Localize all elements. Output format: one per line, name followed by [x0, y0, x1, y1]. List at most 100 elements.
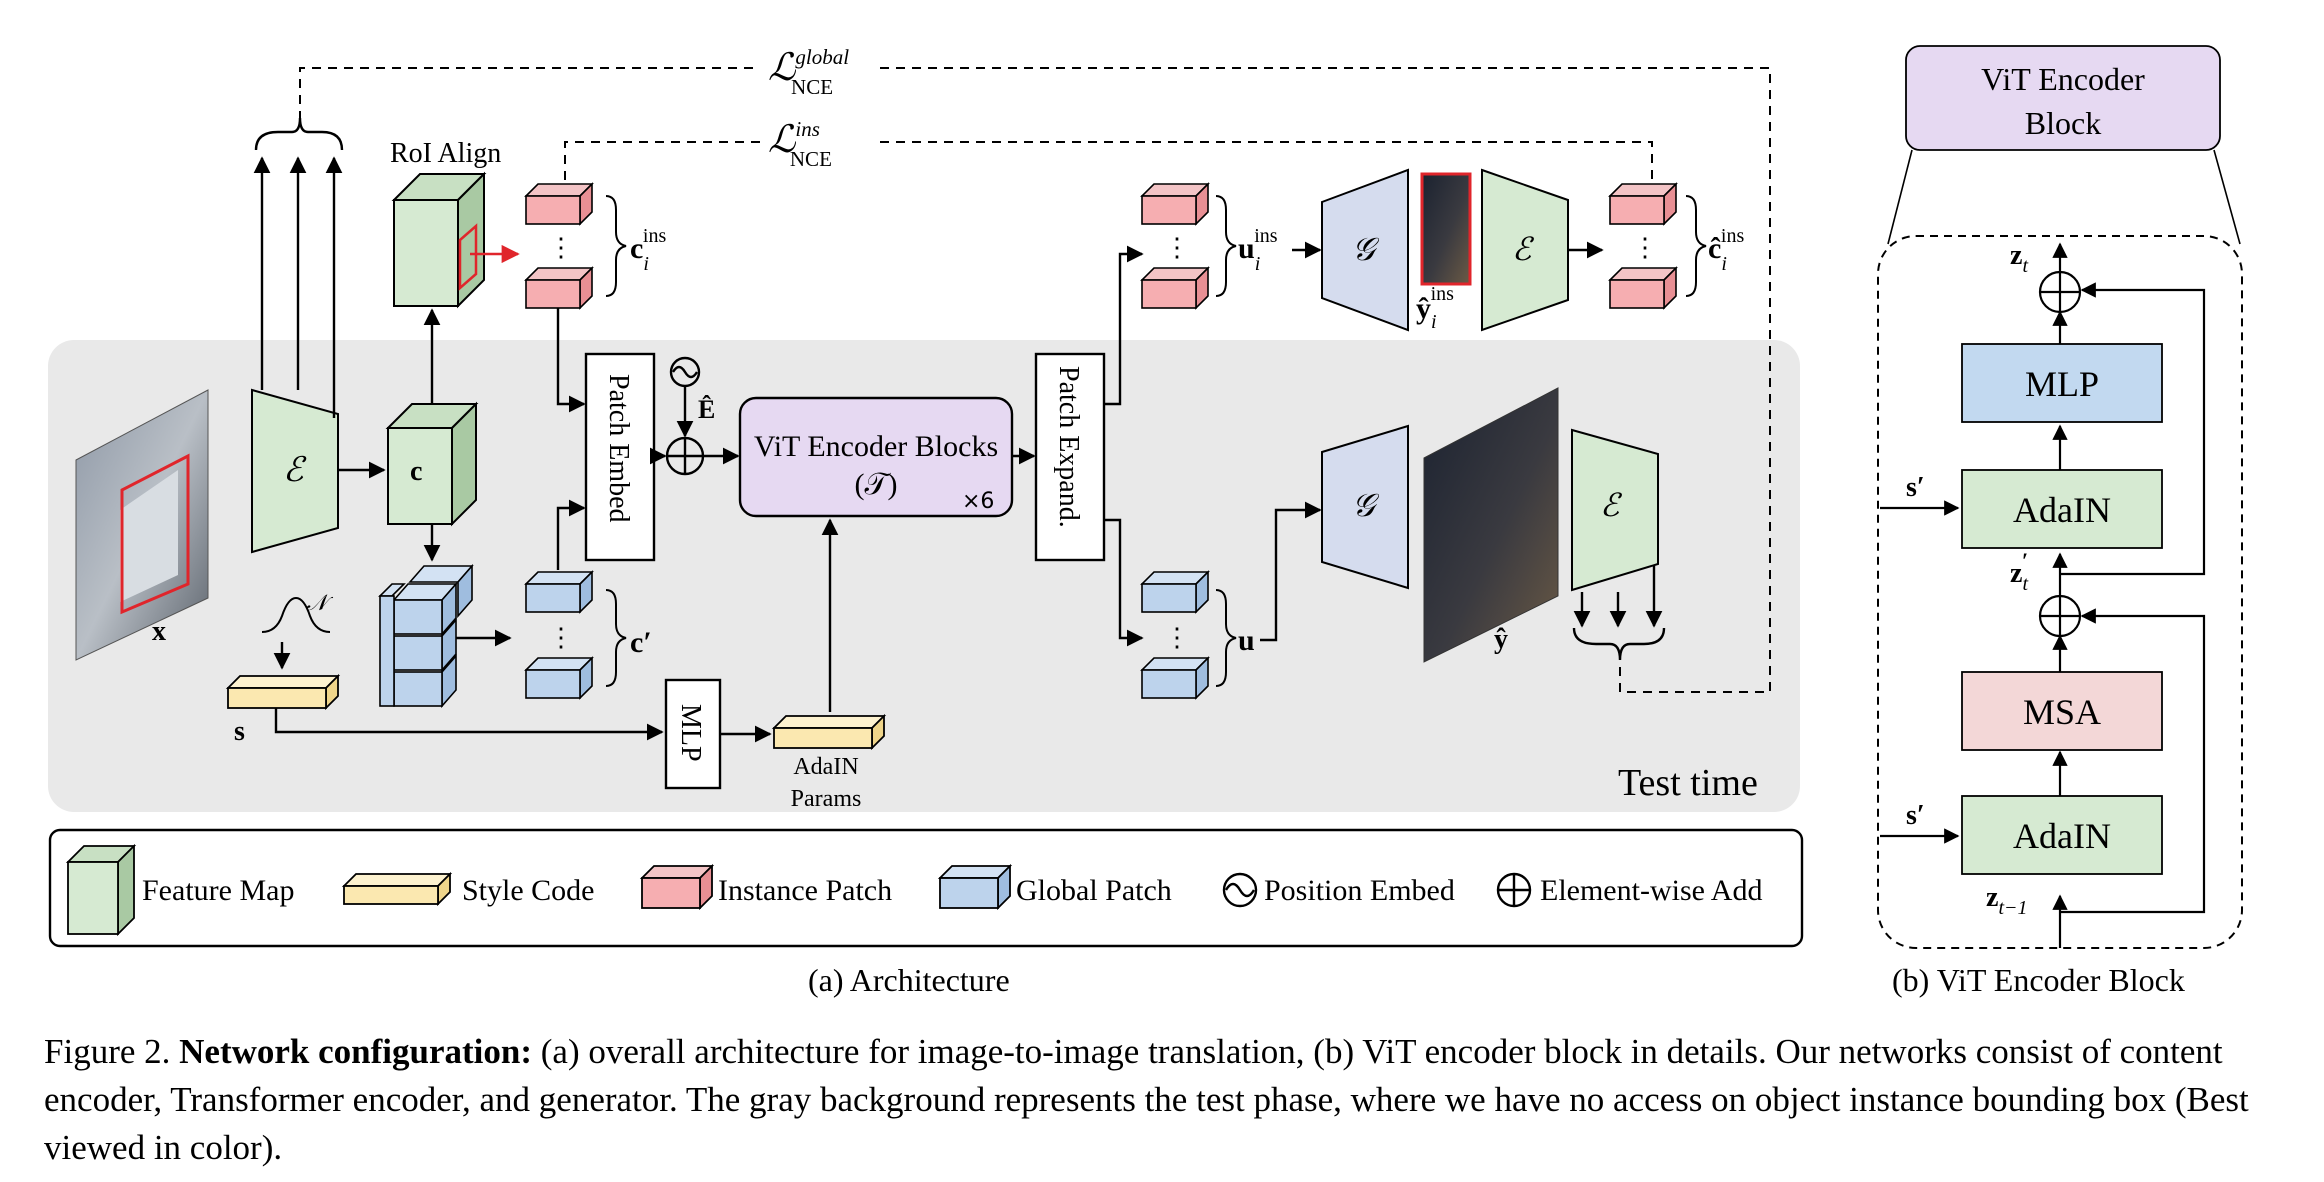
legend-instance-patch-label: Instance Patch [718, 874, 892, 907]
vit-block-title-2: Block [2025, 105, 2101, 141]
z-t-minus-1-label: zt−1 [1986, 882, 2028, 919]
output-image-label: ŷ [1494, 624, 1508, 655]
global-patches-label: c′ [630, 626, 652, 659]
test-time-label: Test time [1618, 762, 1758, 804]
vit-block-zoom-right [2213, 149, 2241, 245]
legend-position-embed-label: Position Embed [1264, 874, 1455, 907]
adain-params [771, 713, 887, 751]
vit-encoder-symbol: (𝒯) [855, 468, 898, 501]
patch-embed-block [584, 352, 656, 562]
patch-embed-label: Patch Embed [603, 374, 634, 523]
legend-global-patch-icon [937, 863, 1013, 911]
z-t-prime-label: zt′ [2010, 548, 2028, 595]
upper-add-icon [2038, 270, 2082, 314]
caption-text: (a) overall architecture for image-to-im… [44, 1032, 2249, 1167]
subcaption-a: (a) Architecture [808, 962, 1010, 998]
legend-style-code-icon [341, 871, 453, 907]
normal-distribution-curve [261, 596, 331, 633]
content-feature-label: c [410, 456, 422, 487]
content-encoder-label: ℰ [283, 452, 307, 489]
instance-patches-left [524, 182, 594, 310]
roi-feature-map [391, 171, 487, 309]
legend-feature-map-icon [65, 843, 137, 937]
vit-block-zoom-left [1887, 149, 1913, 245]
adain-params-label-2: Params [791, 786, 862, 812]
adain-bottom-label: AdaIN [2013, 816, 2111, 856]
mlp-block [664, 678, 722, 790]
encoder-feature-arrows [253, 117, 344, 418]
encoder-global-down-arrows [1572, 566, 1666, 661]
legend-global-patch-label: Global Patch [1016, 874, 1172, 907]
global-patches-brace [605, 589, 627, 687]
chat-brace [1685, 195, 1707, 297]
element-wise-add-icon [665, 436, 705, 476]
z-t-label: zt [2010, 240, 2028, 277]
mlp-block-label: MLP [675, 704, 706, 762]
input-image-label: x [152, 616, 166, 647]
content-encoder [251, 388, 339, 554]
instance-patches-right-dots: ⋮ [1164, 233, 1190, 262]
arrow-expand-to-uins [1104, 245, 1144, 406]
output-image [1423, 387, 1559, 663]
instance-patches-right [1140, 182, 1210, 310]
vit-encoder-title: ViT Encoder Blocks [754, 430, 998, 463]
lower-residual-path [2060, 608, 2206, 914]
chat-label: ĉiins [1708, 225, 1744, 275]
legend-box [48, 828, 1804, 948]
encoder-instance [1481, 168, 1569, 332]
arrow-ins-to-embed [556, 308, 586, 413]
legend-style-code-label: Style Code [462, 874, 595, 907]
legend-instance-patch-icon [639, 863, 715, 911]
legend-elementwise-add-icon [1496, 872, 1532, 908]
encoder-global [1571, 428, 1659, 592]
style-code [225, 673, 341, 711]
patch-expand-label: Patch Expand. [1053, 366, 1084, 528]
s-prime-bottom-label: s′ [1906, 800, 1925, 831]
arrow-u-to-gen [1260, 501, 1322, 642]
instance-patches-final-dots: ⋮ [1632, 233, 1658, 262]
caption-prefix: Figure 2. [44, 1032, 180, 1071]
msa-block [1961, 671, 2163, 751]
instance-nce-loss-path [564, 141, 1653, 180]
lower-add-icon [2038, 594, 2082, 638]
adain-bottom-block [1961, 795, 2163, 875]
figure-caption: Figure 2. Network configuration: (a) ove… [44, 1028, 2294, 1172]
patch-expand-block [1034, 352, 1106, 562]
arrow-s-to-mlp [274, 708, 664, 741]
subcaption-b: (b) ViT Encoder Block [1892, 962, 2185, 998]
uins-label: uiins [1238, 225, 1278, 275]
caption-bold: Network configuration: [179, 1032, 533, 1071]
global-patches-left [524, 570, 594, 700]
global-patch-stack [378, 563, 474, 709]
u-label: u [1238, 624, 1255, 657]
vit-block-container [1877, 235, 2243, 949]
vit-repeat-label: ×6 [962, 489, 994, 514]
encoder-global-label: ℰ [1600, 487, 1623, 523]
legend-feature-map-label: Feature Map [142, 874, 294, 907]
instance-patches-label: ciins [630, 225, 666, 275]
legend-position-embed-icon [1222, 872, 1258, 908]
instance-output-image [1420, 172, 1472, 286]
roi-align-label: RoI Align [390, 138, 501, 169]
msa-label: MSA [2023, 692, 2101, 732]
vit-mlp-block [1961, 343, 2163, 423]
global-patches-right-dots: ⋮ [1164, 623, 1190, 652]
adain-params-label-1: AdaIN [793, 754, 858, 780]
generator-instance [1321, 168, 1409, 332]
legend-elementwise-add-label: Element-wise Add [1540, 874, 1762, 907]
content-feature-map [385, 401, 479, 527]
adain-top-label: AdaIN [2013, 490, 2111, 530]
style-code-label: s [234, 716, 245, 747]
adain-top-block [1961, 469, 2163, 549]
instance-patches-dots: ⋮ [548, 233, 574, 262]
instance-patches-final [1608, 182, 1678, 310]
vit-mlp-label: MLP [2025, 364, 2099, 404]
arrow-glob-to-embed [556, 499, 586, 570]
arrow-expand-to-u [1104, 518, 1144, 647]
generator-global [1321, 424, 1409, 590]
input-image [75, 389, 209, 661]
e-hat-label: Ê [698, 395, 715, 424]
vit-block-title-box [1905, 45, 2221, 151]
